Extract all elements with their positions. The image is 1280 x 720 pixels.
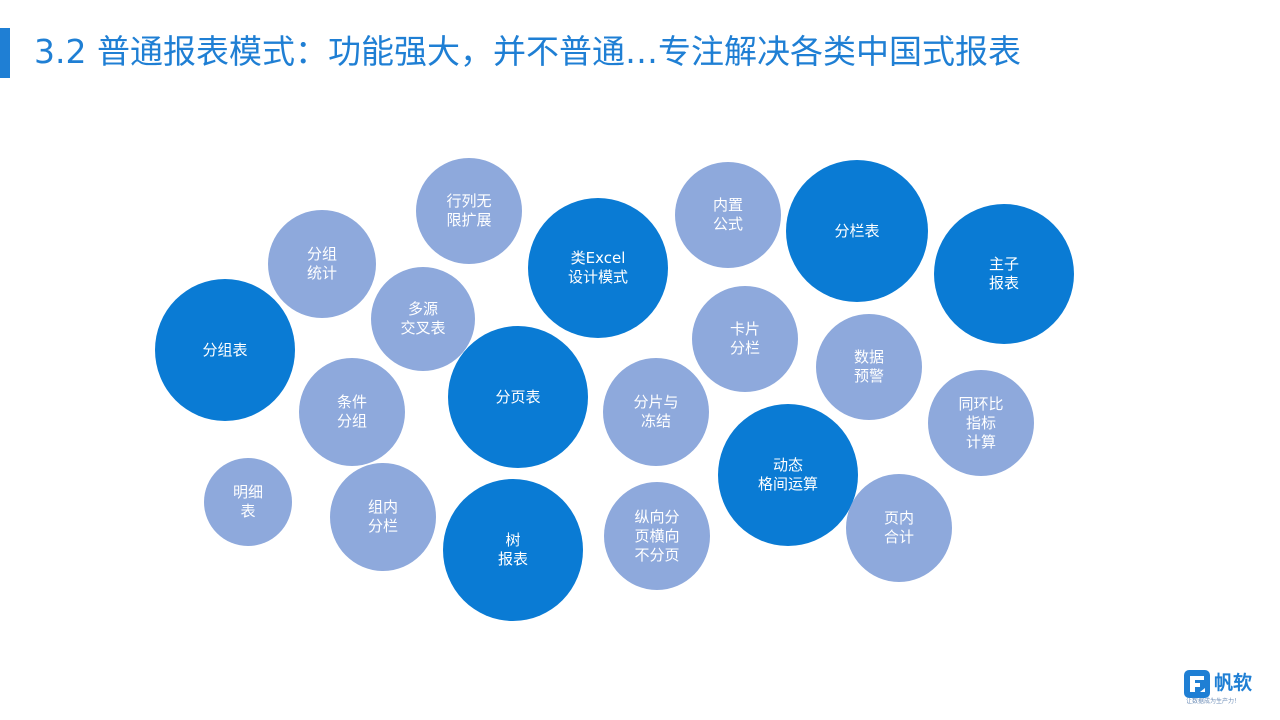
bubble-dynamic-cell-calc: 动态 格间运算 [718,404,858,546]
bubble-label: 纵向分 页横向 不分页 [634,507,680,564]
bubble-label: 分组表 [202,340,248,359]
bubble-label: 主子 报表 [988,255,1019,292]
bubble-vertical-paging: 纵向分 页横向 不分页 [604,482,710,590]
brand-logo: 帆软 让数据成为生产力！ [1184,668,1270,708]
bubble-in-group-columns: 组内 分栏 [330,463,436,571]
bubble-label: 分片与 冻结 [633,393,679,430]
bubble-data-alert: 数据 预警 [816,314,922,420]
bubble-label: 行列无 限扩展 [446,192,492,229]
bubble-label: 分页表 [495,387,541,406]
bubble-yoy-mom-calc: 同环比 指标 计算 [928,370,1034,476]
bubble-detail-report: 明细 表 [204,458,292,546]
bubble-group-report: 分组表 [155,279,295,421]
logo-slogan: 让数据成为生产力！ [1186,698,1241,705]
bubble-multi-source-cross: 多源 交叉表 [371,267,475,371]
bubble-label: 同环比 指标 计算 [958,394,1004,451]
logo-name: 帆软 [1214,672,1253,694]
bubble-label: 数据 预警 [853,348,884,385]
finereport-logo-icon [1184,670,1210,698]
bubble-label: 卡片 分栏 [729,320,760,357]
bubble-paging-report: 分页表 [448,326,588,468]
bubble-label: 分组 统计 [306,245,337,282]
bubble-label: 页内 合计 [883,509,914,546]
bubble-label: 动态 格间运算 [757,456,818,493]
title-accent-bar [0,28,10,78]
bubble-label: 类Excel 设计模式 [567,249,628,286]
bubble-label: 组内 分栏 [367,498,398,535]
slide-title: 3.2 普通报表模式：功能强大，并不普通…专注解决各类中国式报表 [34,32,1021,71]
bubble-label: 多源 交叉表 [400,300,446,337]
bubble-label: 分栏表 [834,221,880,240]
bubble-excel-design-mode: 类Excel 设计模式 [528,198,668,338]
bubble-page-subtotal: 页内 合计 [846,474,952,582]
bubble-group-stats: 分组 统计 [268,210,376,318]
bubble-column-report: 分栏表 [786,160,928,302]
bubble-builtin-formula: 内置 公式 [675,162,781,268]
bubble-label: 内置 公式 [712,196,743,233]
bubble-row-col-expand: 行列无 限扩展 [416,158,522,264]
bubble-master-detail: 主子 报表 [934,204,1074,344]
bubble-label: 条件 分组 [336,393,367,430]
bubble-tree-report: 树 报表 [443,479,583,621]
bubble-split-freeze: 分片与 冻结 [603,358,709,466]
bubble-label: 树 报表 [497,531,528,568]
bubble-label: 明细 表 [232,483,263,520]
bubble-card-columns: 卡片 分栏 [692,286,798,392]
bubble-conditional-grouping: 条件 分组 [299,358,405,466]
